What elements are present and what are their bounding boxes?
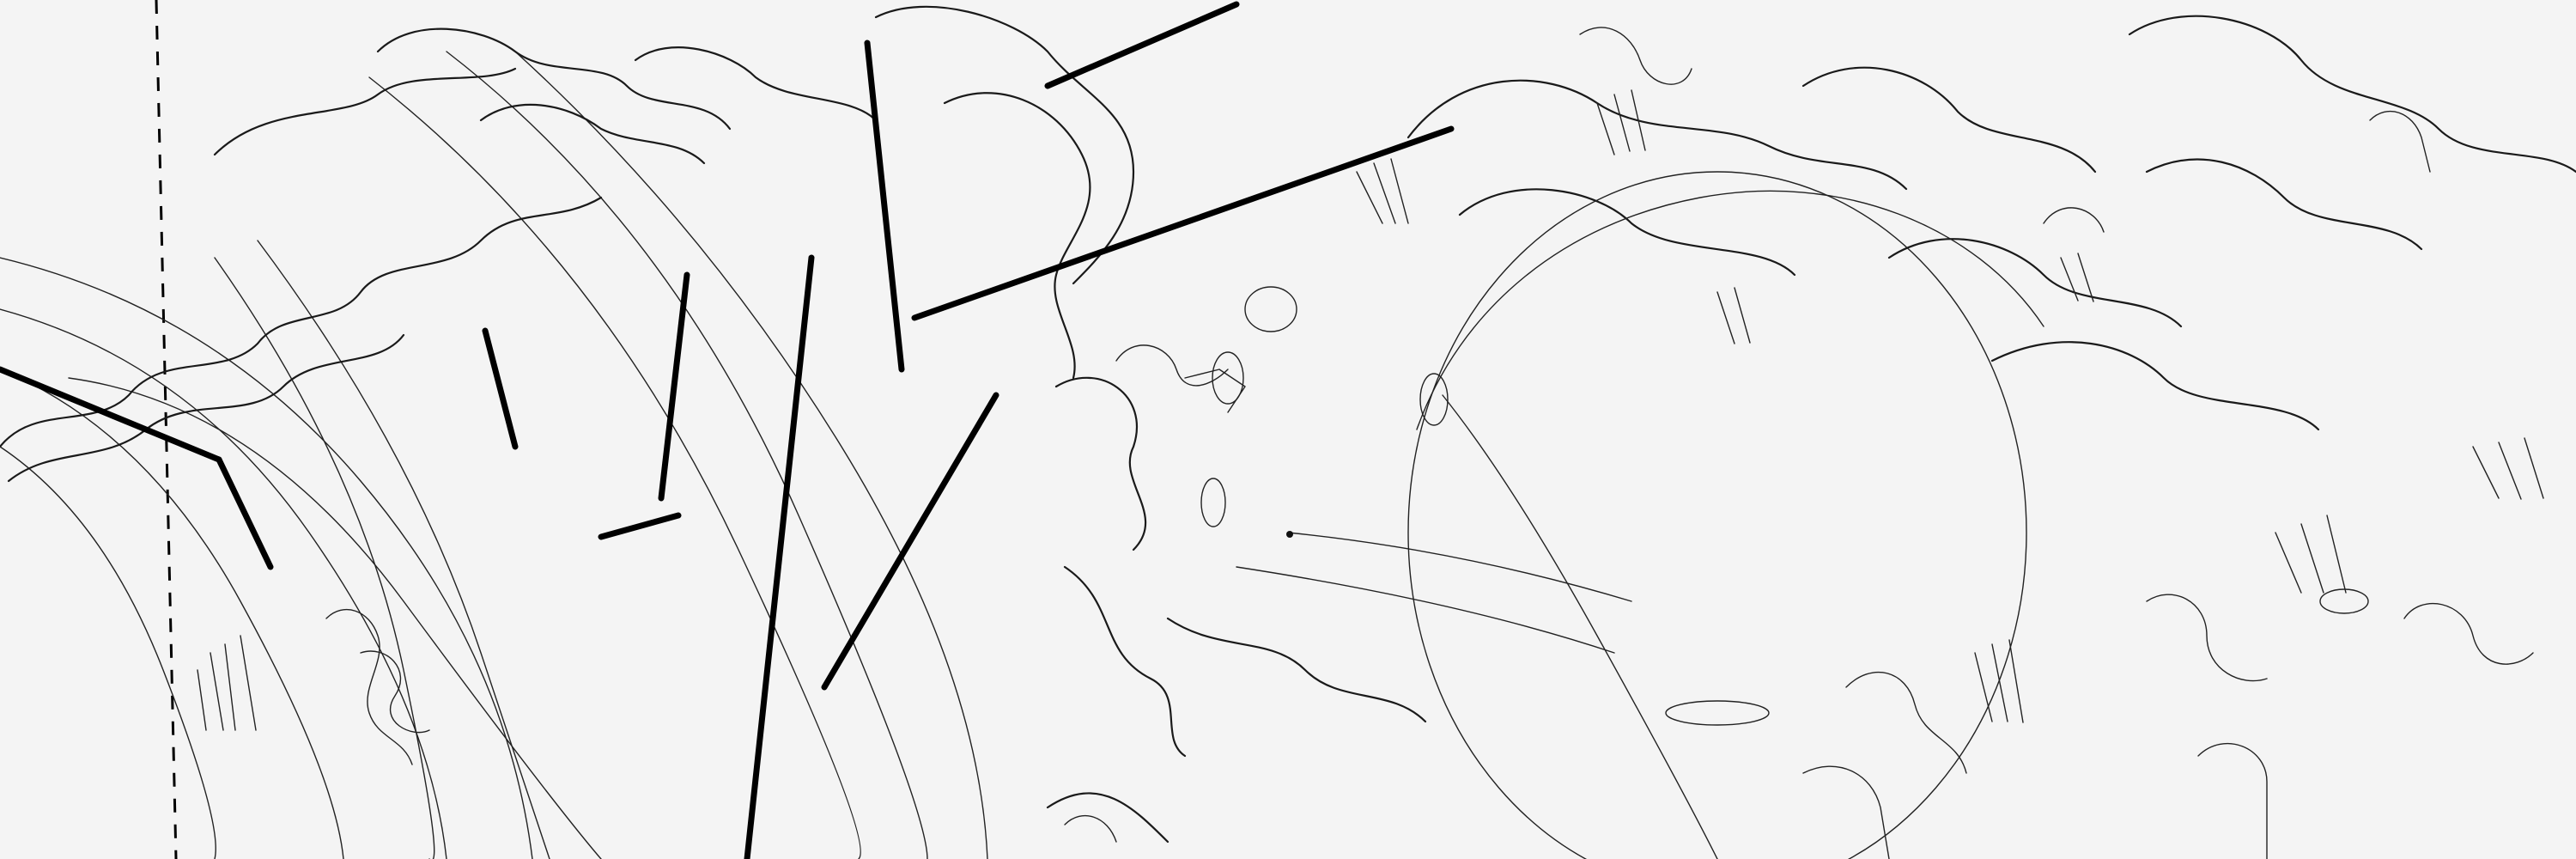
sweep-lines xyxy=(0,51,988,859)
detail-clusters xyxy=(197,27,2544,859)
dashed-guide-line xyxy=(155,0,178,859)
sphere-outline xyxy=(1236,171,2044,859)
small-ovals xyxy=(1200,286,2369,726)
bold-bars xyxy=(0,1,1455,859)
cloud-contours xyxy=(0,5,2576,844)
